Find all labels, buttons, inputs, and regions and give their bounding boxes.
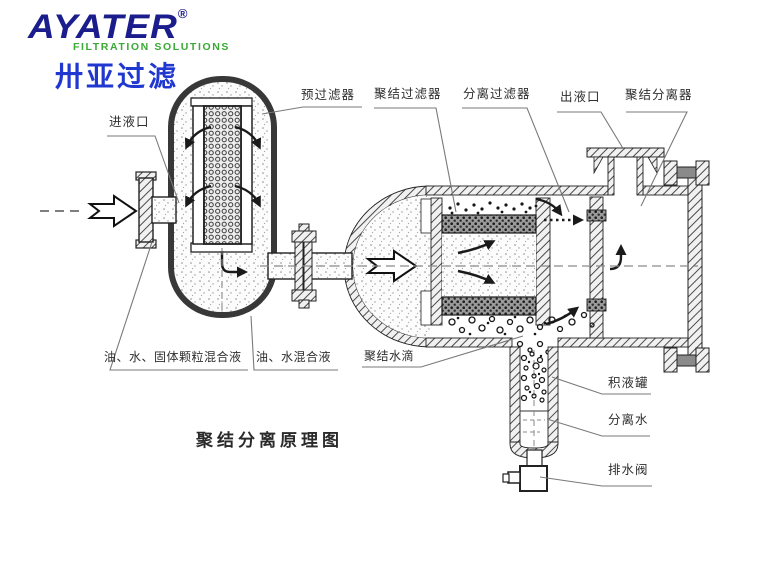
outlet-flange [586,147,665,158]
label-accumulator-tank: 积液罐 [608,376,649,390]
separator-flow-arrows [535,197,627,326]
inlet-pipe [151,196,177,224]
label-coalescing-filter: 聚结过滤器 [374,87,442,101]
fine-droplets [448,201,538,215]
label-inlet: 进液口 [109,115,150,129]
leader-lines [107,106,688,487]
label-oil-water-solid-mixture: 油、水、固体颗粒混合液 [104,350,242,364]
brand-text: AYATER [28,7,178,46]
diagram-caption: 聚结分离原理图 [196,431,343,450]
inlet-assembly [40,171,177,249]
pre-filter-vessel [168,76,277,318]
coalesced-droplets [448,311,595,355]
label-oil-water-mixture: 油、水混合液 [256,350,332,364]
accumulator-tank [509,346,559,464]
separator-vessel [343,185,689,348]
label-pre-filter: 预过滤器 [301,88,356,102]
tank-bubbles [520,351,547,403]
label-separated-water: 分离水 [608,413,649,427]
label-drain-valve: 排水阀 [608,463,649,477]
drain-valve-body [519,465,548,492]
brand-row: AYATER® [28,6,248,46]
label-coalesced-droplets: 聚结水滴 [364,349,415,363]
logo: AYATER® FILTRATION SOLUTIONS 卅亚过滤 [28,6,248,95]
brand-tagline: FILTRATION SOLUTIONS [73,41,231,53]
coalescer-flow-arrows [457,240,496,284]
brand-chinese-name: 卅亚过滤 [55,61,180,92]
label-outlet: 出液口 [560,90,601,104]
label-separation-filter: 分离过滤器 [463,87,531,101]
end-flange [663,160,710,373]
inlet-flow-arrow [87,194,138,228]
outlet-pipe [586,147,665,196]
registered-mark: ® [177,6,188,21]
inlet-flange [138,177,154,243]
pre-filter-element [190,97,253,253]
separation-filter-element [586,196,607,339]
label-coalescing-separator: 聚结分离器 [625,88,693,102]
coalescing-filter-element [420,197,551,326]
